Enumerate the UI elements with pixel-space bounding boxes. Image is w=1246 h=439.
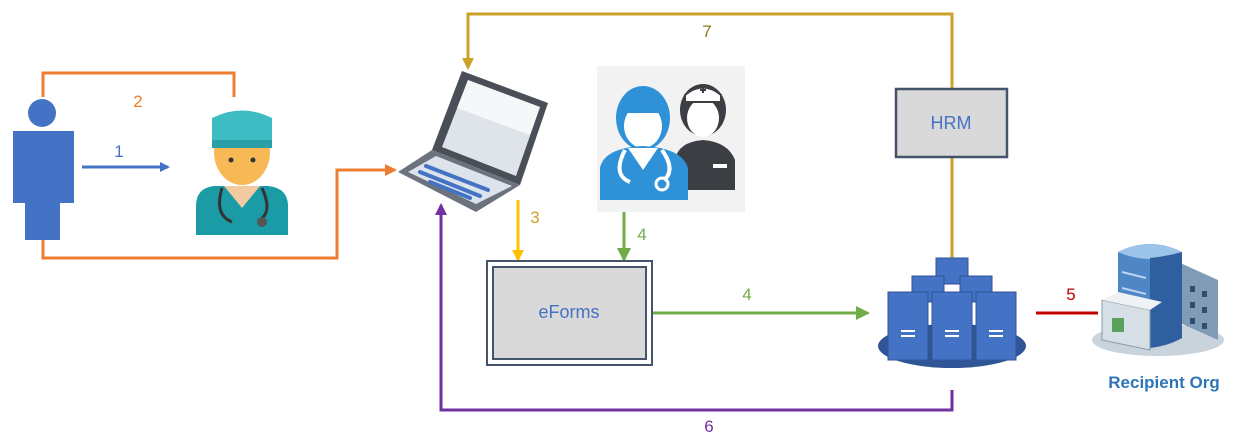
step-label-2: 2: [133, 92, 142, 111]
step-label-5: 5: [1066, 285, 1075, 304]
hospital-building-icon: [1092, 244, 1224, 356]
hrm-node: HRM: [894, 87, 1009, 159]
clinicians-icon: [597, 66, 745, 212]
connector-2: [41, 71, 236, 97]
step-label-1: 1: [114, 142, 123, 161]
eforms-node: eForms: [486, 260, 653, 366]
step-label-4b: 4: [742, 285, 751, 304]
hrm-label: HRM: [931, 113, 972, 133]
recipient-org-label: Recipient Org: [1108, 373, 1219, 392]
step-label-7: 7: [702, 22, 711, 41]
step-label-4a: 4: [637, 225, 646, 244]
step-label-3: 3: [530, 208, 539, 227]
doctor-icon: [196, 110, 288, 235]
person-icon: [13, 99, 74, 240]
eforms-label: eForms: [538, 302, 599, 322]
connector-patient-laptop: [41, 164, 397, 260]
laptop-icon: [398, 71, 548, 212]
server-stack-icon: [878, 257, 1026, 368]
connector-6: [435, 203, 954, 412]
step-label-6: 6: [704, 417, 713, 436]
